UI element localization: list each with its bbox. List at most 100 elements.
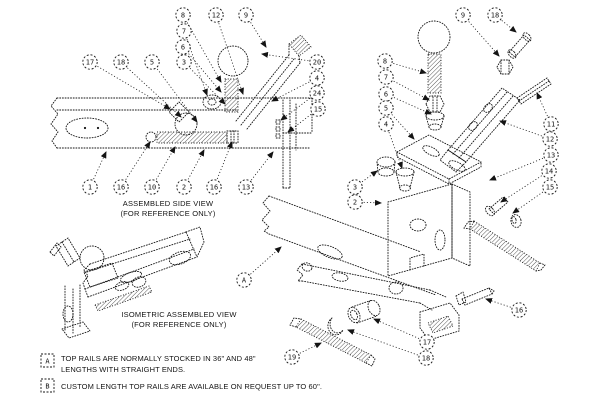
clamp-body-block (387, 183, 471, 277)
callout-13: 13 (238, 151, 274, 195)
balloon-number: 3 (182, 59, 186, 67)
balloon-number: 2 (182, 184, 186, 192)
side-view-caption-line2: (FOR REFERENCE ONLY) (120, 209, 215, 218)
pivot-pin (455, 287, 495, 306)
leader-line (501, 20, 517, 33)
balloon-number: 12 (212, 12, 220, 20)
balloon-circle (378, 69, 394, 85)
balloon-circle (378, 100, 394, 116)
balloon-circle (144, 179, 160, 195)
iso-threaded-rod (94, 285, 153, 312)
balloon-number: 20 (313, 59, 321, 67)
callout-17: 17 (373, 318, 435, 350)
balloon-circle (206, 179, 222, 195)
callout-11: 11 (536, 92, 559, 132)
note-a-line2: LENGTHS WITH STRAIGHT ENDS. (61, 365, 185, 374)
balloon-number: 5 (150, 59, 154, 67)
balloon-number: 13 (547, 152, 555, 160)
balloon-circle (175, 7, 191, 23)
leader-line (97, 66, 171, 110)
leader-line (363, 199, 382, 206)
balloon-circle (542, 131, 558, 147)
screw-head (145, 131, 157, 143)
leader-line (250, 22, 267, 48)
balloon-circle (347, 194, 363, 210)
balloon-number: 18 (117, 59, 125, 67)
callout-5: 5 (144, 54, 198, 123)
note-b-line1: CUSTOM LENGTH TOP RAILS ARE AVAILABLE ON… (61, 382, 322, 391)
iso-clevis (185, 226, 205, 259)
balloon-circle (284, 349, 300, 365)
balloon-number: 9 (461, 12, 465, 20)
top-rail (261, 195, 437, 296)
balloon-circle (144, 54, 160, 70)
balloon-number: 16 (515, 307, 523, 315)
tube-tip (288, 34, 312, 57)
balloon-circle (543, 116, 559, 132)
hex-nut (425, 95, 445, 113)
side-clamp (168, 101, 198, 136)
callout-1: 1 (82, 151, 107, 195)
callout-4: 4 (271, 70, 325, 102)
balloon-number: 1 (88, 184, 92, 192)
balloon-number: 15 (314, 106, 322, 114)
leader-line (373, 318, 420, 339)
callout-20: 20 (261, 51, 325, 70)
callout-16: 16 (485, 298, 527, 318)
side-rail (50, 97, 313, 149)
balloon-number: A (242, 277, 247, 285)
callout-18: 18 (487, 7, 517, 33)
callout-18: 18 (113, 54, 182, 118)
balloon-number: 6 (384, 91, 388, 99)
note-a-key: A (45, 358, 50, 366)
balloon-number: 17 (86, 59, 94, 67)
iso-foot (61, 321, 91, 339)
balloon-number: 3 (353, 184, 357, 192)
callout-15: 15 (512, 179, 558, 214)
leader-line (250, 151, 274, 181)
callout-16: 16 (113, 141, 151, 195)
iso-rail-slot (120, 270, 142, 284)
knob-nut (376, 156, 396, 177)
rail-break-line (50, 97, 59, 149)
balloon-number: 5 (384, 105, 388, 113)
leader-line (189, 67, 226, 105)
balloon-circle (176, 179, 192, 195)
leader-line (391, 114, 415, 140)
leader-line (499, 120, 542, 137)
set-screw (275, 133, 281, 139)
callout-12: 12 (499, 120, 558, 147)
leader-line (125, 141, 151, 180)
clamp-diamond (168, 101, 190, 123)
hook-clip (327, 317, 344, 336)
balloon-number: 12 (546, 136, 554, 144)
balloon-number: 18 (491, 12, 499, 20)
iso-rail (84, 231, 198, 298)
ball-knob (217, 45, 249, 77)
balloon-number: 14 (545, 168, 553, 176)
balloon-circle (543, 147, 559, 163)
leader-line (187, 149, 205, 180)
hex-bolt (496, 59, 514, 75)
leader-line (299, 342, 322, 354)
rod-nut (226, 130, 239, 144)
balloon-circle (419, 334, 435, 350)
threaded-rod-lower (289, 317, 376, 367)
flange-cup (395, 167, 415, 192)
balloon-circle (238, 179, 254, 195)
balloon-circle (378, 116, 394, 132)
notes-block: A TOP RAILS ARE NORMALLY STOCKED IN 36" … (40, 353, 322, 393)
balloon-number: 19 (288, 354, 296, 362)
clevis-pin (507, 32, 532, 59)
balloon-circle (511, 302, 527, 318)
iso-view-caption-line2: (FOR REFERENCE ONLY) (131, 320, 226, 329)
leader-line (489, 157, 544, 181)
callout-17: 17 (82, 54, 171, 110)
callout-8: 8 (175, 7, 222, 83)
balloon-circle (82, 54, 98, 70)
balloon-number: 10 (148, 184, 156, 192)
